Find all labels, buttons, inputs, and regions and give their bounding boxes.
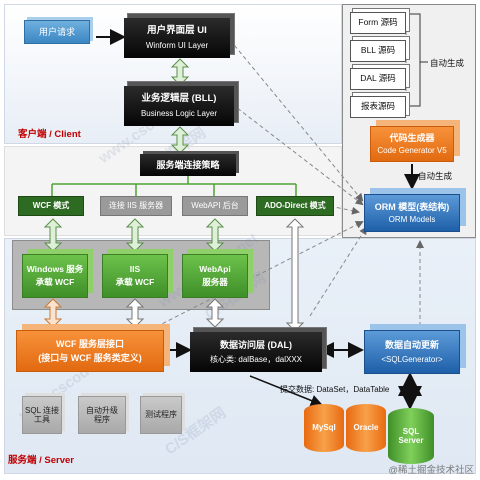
source-page-form: Form 源码 [350,12,406,34]
double-arrow-host-wcfiface [44,298,62,328]
tool-auto-upgrade-label: 自动升级 程序 [86,405,118,424]
bll-layer-box: 业务逻辑层 (BLL) Business Logic Layer [124,86,234,126]
double-arrow-ui-bll [170,58,190,86]
orm-box: ORM 模型(表结构) ORM Models [364,194,460,232]
protocol-ado: ADO-Direct 模式 [256,196,334,216]
source-page-bll: BLL 源码 [350,40,406,62]
tool-sql-connect-label: SQL 连接 工具 [25,405,59,424]
db-sqlserver-label: SQL Server [398,426,424,445]
protocol-ado-label: ADO-Direct 模式 [264,201,326,211]
protocol-webapi-label: WebAPI 后台 [191,201,239,211]
client-label: 客户端 / Client [18,129,81,140]
dal-title: 数据访问层 (DAL) [220,340,292,351]
protocol-iis-label: 连接 IIS 服务器 [108,201,164,211]
db-mysql-label: MySql [312,423,336,433]
double-arrow-ado [286,218,304,332]
host-iis: IIS 承载 WCF [102,254,168,298]
host-iis-line1: IIS [129,263,141,274]
ui-layer-subtitle: Winform UI Layer [145,40,209,50]
ui-layer-box: 用户界面层 UI Winform UI Layer [124,18,230,58]
strategy-label: 服务端连接策略 [156,159,220,170]
user-request-label: 用户请求 [38,26,75,37]
double-arrow-iis-wcfiface [126,298,144,328]
auto-gen2-label: 自动生成 [418,171,453,181]
host-iis-line2: 承载 WCF [115,276,155,287]
server-label: 服务端 / Server [8,455,74,466]
wcf-interface-line2: (接口与 WCF 服务类定义) [38,352,142,363]
ui-layer-title: 用户界面层 UI [147,24,207,36]
tool-test-program: 测试程序 [140,396,182,434]
dal-subtitle: 核心类: dalBase，dalXXX [209,354,303,364]
submit-data-label: 提交数据: DataSet，DataTable [280,385,390,394]
orm-subtitle: ORM Models [388,215,436,225]
user-request-box: 用户请求 [24,20,90,44]
db-oracle: Oracle [346,404,386,452]
tool-auto-upgrade: 自动升级 程序 [78,396,126,434]
db-oracle-label: Oracle [353,423,379,433]
host-webapi-line2: 服务器 [202,276,228,287]
protocol-iis: 连接 IIS 服务器 [100,196,172,216]
auto-update-subtitle: <SQLGenerator> [381,354,443,364]
double-arrow-iis [126,218,144,252]
host-webapi: WebApi 服务器 [182,254,248,298]
strategy-box: 服务端连接策略 [140,154,236,176]
bll-layer-title: 业务逻辑层 (BLL) [141,92,217,104]
footer-watermark: @稀土掘金技术社区 [388,465,474,476]
db-sqlserver: SQL Server [388,408,434,464]
source-page-report-label: 报表源码 [360,101,395,112]
auto-update-title: 数据自动更新 [384,340,439,351]
wcf-interface-line1: WCF 服务层接口 [56,339,124,350]
source-page-form-label: Form 源码 [358,17,398,28]
protocol-webapi: WebAPI 后台 [182,196,248,216]
bll-layer-subtitle: Business Logic Layer [140,108,218,118]
host-windows-service: Windows 服务 承载 WCF [22,254,88,298]
code-generator-box: 代码生成器 Code Generator V5 [370,126,454,162]
host-windows-line1: Windows 服务 [26,263,84,274]
tool-test-program-label: 测试程序 [145,410,177,420]
double-arrow-webapi-dal [206,298,224,328]
code-generator-subtitle: Code Generator V5 [377,146,447,156]
protocol-wcf-label: WCF 模式 [32,201,70,211]
double-arrow-bll-strategy [170,126,190,154]
host-windows-line2: 承载 WCF [35,276,75,287]
orm-title: ORM 模型(表结构) [374,201,450,212]
host-webapi-line1: WebApi [199,263,231,274]
source-page-dal-label: DAL 源码 [360,73,396,84]
code-generator-title: 代码生成器 [389,132,435,143]
auto-update-box: 数据自动更新 <SQLGenerator> [364,330,460,374]
tool-sql-connect: SQL 连接 工具 [22,396,62,434]
protocol-wcf: WCF 模式 [18,196,84,216]
auto-gen-label: 自动生成 [430,58,465,68]
db-mysql: MySql [304,404,344,452]
double-arrow-webapi [206,218,224,252]
double-arrow-wcf [44,218,62,252]
source-page-report: 报表源码 [350,96,406,118]
source-page-bll-label: BLL 源码 [360,45,396,56]
source-page-dal: DAL 源码 [350,68,406,90]
wcf-interface-box: WCF 服务层接口 (接口与 WCF 服务类定义) [16,330,164,372]
dal-box: 数据访问层 (DAL) 核心类: dalBase，dalXXX [190,332,322,372]
